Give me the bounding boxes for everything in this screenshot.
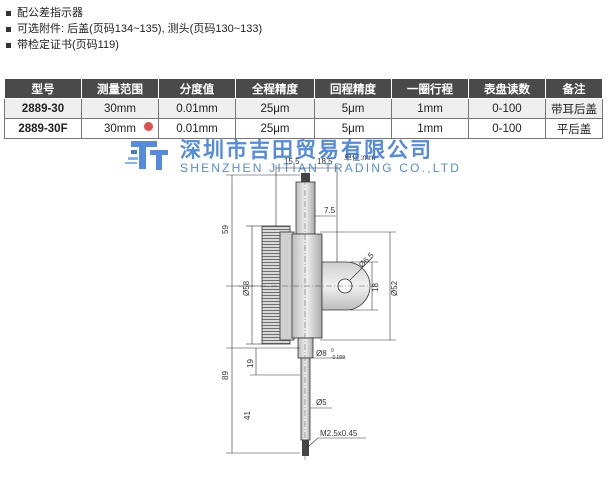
watermark-cn: 深圳市吉田贸易有限公司: [180, 138, 433, 162]
dim-phi58: Ø58: [242, 280, 251, 296]
dim-89: 89: [221, 371, 230, 380]
dim-41: 41: [243, 411, 252, 420]
dim-19: 19: [246, 359, 255, 368]
cell-total-accuracy: 25μm: [235, 118, 315, 139]
red-marker-dot: [144, 122, 153, 131]
note-text: 可选附件: 后盖(页码134~135), 测头(页码130~133): [17, 23, 263, 35]
table-header-row: 型号 测量范围 分度值 全程精度 回程精度 一圈行程 表盘读数 备注: [4, 78, 603, 99]
cell-dial-reading: 0-100: [468, 98, 546, 119]
col-header-return-accuracy: 回程精度: [314, 78, 392, 99]
notes-list: 配公差指示器 可选附件: 后盖(页码134~135), 测头(页码130~133…: [4, 5, 262, 53]
dim-phi8-tol-top: 0: [331, 348, 334, 354]
dim-7-5: 7.5: [324, 206, 336, 215]
table-row: 2889-30F 30mm 0.01mm 25μm 5μm 1mm 0-100 …: [4, 118, 603, 139]
cell-range: 30mm: [81, 118, 159, 139]
cell-remarks: 带耳后盖: [545, 98, 603, 119]
cell-remarks: 平后盖: [545, 118, 603, 139]
dim-phi5: Ø5: [316, 398, 327, 407]
watermark-en: SHENZHEN JITIAN TRADING CO.,LTD: [180, 161, 461, 175]
dim-thread: M2.5x0.45: [320, 429, 358, 438]
note-text: 带检定证书(页码119): [17, 39, 119, 51]
col-header-remarks: 备注: [545, 78, 603, 99]
unit-label: 单位:mm: [344, 152, 376, 162]
note-item: 带检定证书(页码119): [4, 37, 262, 53]
dim-15-5: 15.5: [284, 157, 300, 166]
note-text: 配公差指示器: [17, 7, 83, 19]
cell-resolution: 0.01mm: [158, 118, 236, 139]
col-header-per-revolution: 一圈行程: [391, 78, 469, 99]
bullet-square-icon: [6, 42, 11, 48]
company-logo-icon: [125, 141, 168, 170]
cell-range: 30mm: [81, 98, 159, 119]
cell-dial-reading: 0-100: [468, 118, 546, 139]
cell-total-accuracy: 25μm: [235, 98, 315, 119]
cell-per-revolution: 1mm: [391, 118, 469, 139]
bullet-square-icon: [6, 10, 11, 16]
col-header-resolution: 分度值: [158, 78, 236, 99]
cell-model: 2889-30: [4, 98, 82, 119]
stem-cap: [301, 173, 310, 183]
cell-model: 2889-30F: [4, 118, 82, 139]
cell-return-accuracy: 5μm: [314, 118, 392, 139]
col-header-total-accuracy: 全程精度: [235, 78, 315, 99]
dim-18: 18: [371, 283, 380, 292]
dim-phi52: Ø52: [390, 280, 399, 296]
dim-phi8: Ø8: [316, 349, 327, 358]
col-header-dial-reading: 表盘读数: [468, 78, 546, 99]
dim-59: 59: [221, 225, 230, 234]
bullet-square-icon: [6, 26, 11, 32]
note-item: 配公差指示器: [4, 5, 262, 21]
col-header-range: 测量范围: [81, 78, 159, 99]
spec-table: 型号 测量范围 分度值 全程精度 回程精度 一圈行程 表盘读数 备注 2889-…: [4, 78, 603, 139]
dim-phi8-tol: -0.009: [331, 355, 345, 361]
contact-tip: [302, 440, 309, 456]
table-row: 2889-30 30mm 0.01mm 25μm 5μm 1mm 0-100 带…: [4, 98, 603, 119]
note-item: 可选附件: 后盖(页码134~135), 测头(页码130~133): [4, 21, 262, 37]
cell-resolution: 0.01mm: [158, 98, 236, 119]
dim-18-5: 18.5: [317, 157, 333, 166]
